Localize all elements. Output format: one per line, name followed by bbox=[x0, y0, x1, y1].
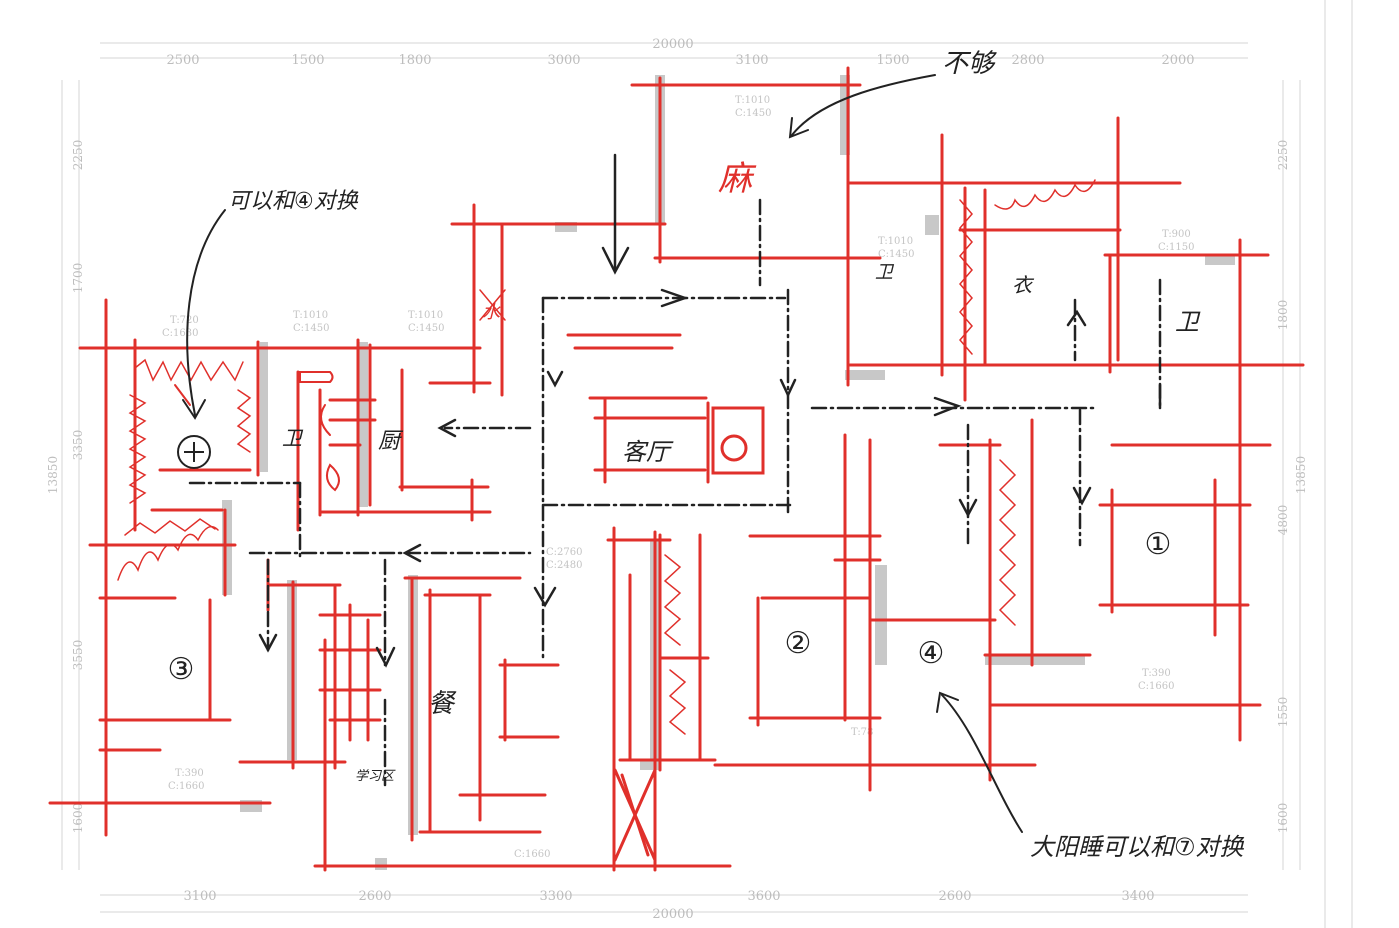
left-dimensions: 13850 2250 1700 3350 3550 1600 bbox=[46, 140, 85, 834]
annotation-master-swap: 大阳睡可以和⑦对换 bbox=[1030, 833, 1245, 861]
fixture-label: T:390 bbox=[1142, 668, 1171, 679]
circulation-paths bbox=[188, 198, 1162, 787]
top-dimension: 2500 bbox=[166, 53, 199, 68]
left-dimension: 1700 bbox=[71, 263, 85, 294]
bedroom-3-marker: ③ bbox=[168, 652, 195, 687]
fixture-label: C:1660 bbox=[168, 781, 204, 792]
fixture-label: C:1450 bbox=[735, 108, 771, 119]
red-fixtures bbox=[174, 371, 340, 492]
fixture-label: C:1450 bbox=[878, 249, 914, 260]
red-wall-markup bbox=[48, 66, 1305, 872]
left-total-dimension: 13850 bbox=[46, 456, 60, 494]
fixture-label: C:1630 bbox=[162, 328, 198, 339]
fixture-label: T:390 bbox=[175, 768, 204, 779]
room-label-bath-left: 卫 bbox=[282, 426, 304, 450]
svg-text:④: ④ bbox=[918, 636, 945, 671]
bottom-dimension: 3600 bbox=[747, 889, 780, 904]
annotation-swap-with-4: 可以和④对换 bbox=[228, 189, 359, 214]
fixture-label: T:1010 bbox=[293, 310, 328, 321]
right-dimension: 2250 bbox=[1276, 140, 1290, 171]
bedroom-4-marker: ④ bbox=[918, 636, 945, 671]
fixture-label: T:1010 bbox=[408, 310, 443, 321]
room-label-closet: 衣 bbox=[1012, 273, 1035, 297]
svg-text:③: ③ bbox=[168, 652, 195, 687]
annotation-not-enough: 不够 bbox=[942, 49, 997, 79]
dimension-frame bbox=[61, 0, 1353, 928]
right-dimension: 1550 bbox=[1276, 697, 1290, 728]
top-dimension: 3000 bbox=[547, 53, 580, 68]
left-dimension: 2250 bbox=[71, 140, 85, 171]
bottom-dimension: 3400 bbox=[1121, 889, 1154, 904]
bottom-total-dimension: 20000 bbox=[652, 907, 693, 922]
fixture-label: C:2480 bbox=[546, 560, 582, 571]
fixture-label: C:1150 bbox=[1158, 242, 1194, 253]
bottom-dimension: 3100 bbox=[183, 889, 216, 904]
right-dimensions: 13850 2250 1800 4800 1550 1600 bbox=[1276, 140, 1308, 834]
annotation-leaders bbox=[182, 74, 1023, 833]
right-dimension: 1600 bbox=[1276, 803, 1290, 834]
top-dimension: 1500 bbox=[291, 53, 324, 68]
right-total-dimension: 13850 bbox=[1294, 456, 1308, 494]
bottom-dimension: 2600 bbox=[938, 889, 971, 904]
room-label-bath-right: 卫 bbox=[1175, 308, 1201, 336]
room-label-dining: 餐 bbox=[428, 689, 457, 719]
room-label-water: 水 bbox=[482, 302, 501, 323]
fixture-label: C:1450 bbox=[408, 323, 444, 334]
svg-text:②: ② bbox=[785, 626, 812, 661]
top-dimension: 2800 bbox=[1011, 53, 1044, 68]
annotations: 可以和④对换 不够 大阳睡可以和⑦对换 bbox=[228, 49, 1245, 861]
fixture-label: C:1660 bbox=[514, 849, 550, 860]
svg-text:①: ① bbox=[1145, 527, 1172, 562]
bottom-dimension: 3300 bbox=[539, 889, 572, 904]
fixture-label: T:1010 bbox=[735, 95, 770, 106]
fixture-label: C:1450 bbox=[293, 323, 329, 334]
left-dimension: 1600 bbox=[71, 803, 85, 834]
fixture-label: C:1660 bbox=[1138, 681, 1174, 692]
top-dimension: 1800 bbox=[398, 53, 431, 68]
top-dimensions: 20000 2500 1500 1800 3000 3100 1500 2800… bbox=[166, 37, 1194, 68]
top-dimension: 1500 bbox=[876, 53, 909, 68]
bottom-dimension: 2600 bbox=[358, 889, 391, 904]
bedroom-markers: ① ② ③ ④ bbox=[168, 435, 1172, 687]
left-dimension: 3350 bbox=[71, 430, 85, 461]
fixture-labels: T:1010 C:1450 T:1010 C:1450 T:1010 C:145… bbox=[162, 95, 1194, 860]
top-dimension: 3100 bbox=[735, 53, 768, 68]
fixture-label: T:78 bbox=[851, 727, 873, 738]
fixture-label: T:1010 bbox=[878, 236, 913, 247]
left-dimension: 3550 bbox=[71, 640, 85, 671]
room-labels: 麻 卫 衣 卫 厨 卫 客厅 餐 学习区 水 bbox=[282, 159, 1201, 784]
room-label-living: 客厅 bbox=[622, 438, 674, 466]
bedroom-7-marker bbox=[177, 435, 211, 469]
top-total-dimension: 20000 bbox=[652, 37, 693, 52]
room-label-bath-top: 卫 bbox=[875, 262, 895, 283]
fixture-label: T:900 bbox=[1162, 229, 1191, 240]
right-dimension: 1800 bbox=[1276, 300, 1290, 331]
room-label-lobby: 麻 bbox=[718, 159, 757, 199]
bottom-dimensions: 20000 3100 2600 3300 3600 2600 3400 bbox=[183, 889, 1154, 922]
top-dimension: 2000 bbox=[1161, 53, 1194, 68]
room-label-study: 学习区 bbox=[355, 768, 396, 784]
bedroom-2-marker: ② bbox=[785, 626, 812, 661]
bedroom-1-marker: ① bbox=[1145, 527, 1172, 562]
room-label-kitchen: 厨 bbox=[378, 429, 404, 454]
fixture-label: C:2760 bbox=[546, 547, 582, 558]
arrow-heads bbox=[258, 153, 1162, 668]
wardrobe-hatching bbox=[117, 179, 1096, 735]
right-dimension: 4800 bbox=[1276, 505, 1290, 536]
fixture-label: T:720 bbox=[170, 315, 199, 326]
